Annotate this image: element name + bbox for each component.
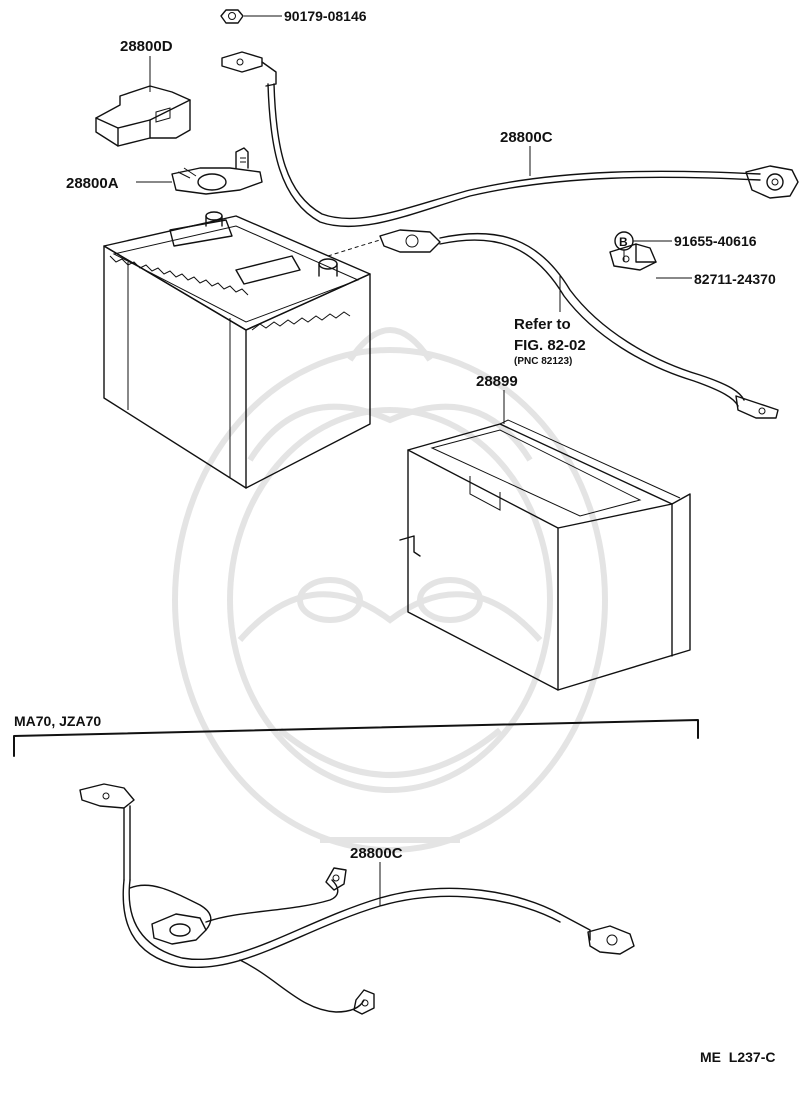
negative-cable-icon [379, 229, 779, 419]
refer-note-line2: FIG. 82-02 [514, 337, 586, 354]
variant-cable-icon [79, 783, 635, 1015]
refer-note-line3: (PNC 82123) [514, 356, 572, 367]
bolt-marker-label: B [619, 235, 628, 249]
nut-part-label: 90179-08146 [284, 8, 367, 24]
battery-icon [103, 211, 381, 489]
main-cable-label: 28800C [500, 129, 553, 146]
bracket-icon [609, 243, 692, 279]
terminal-clamp-label: 28800A [66, 175, 119, 192]
positive-cable-icon [221, 51, 761, 228]
ring-terminal-icon [745, 165, 799, 199]
battery-tray-icon [399, 419, 691, 691]
variant-bracket [13, 719, 699, 757]
bolt-part-label: 91655-40616 [674, 233, 757, 249]
refer-note-line1: Refer to [514, 316, 571, 333]
bolt-icon: B [614, 231, 672, 262]
nut-part-icon [220, 9, 282, 24]
terminal-cover-label: 28800D [120, 38, 173, 55]
tray-part-label: 28899 [476, 373, 518, 390]
terminal-cover-icon [95, 85, 191, 147]
variant-heading: MA70, JZA70 [14, 713, 101, 729]
page-code: ME L237-C [700, 1049, 775, 1065]
variant-cable-label: 28800C [350, 845, 403, 862]
watermark-emblem [172, 327, 608, 853]
terminal-clamp-icon [171, 147, 263, 195]
bracket-part-label: 82711-24370 [694, 271, 776, 287]
